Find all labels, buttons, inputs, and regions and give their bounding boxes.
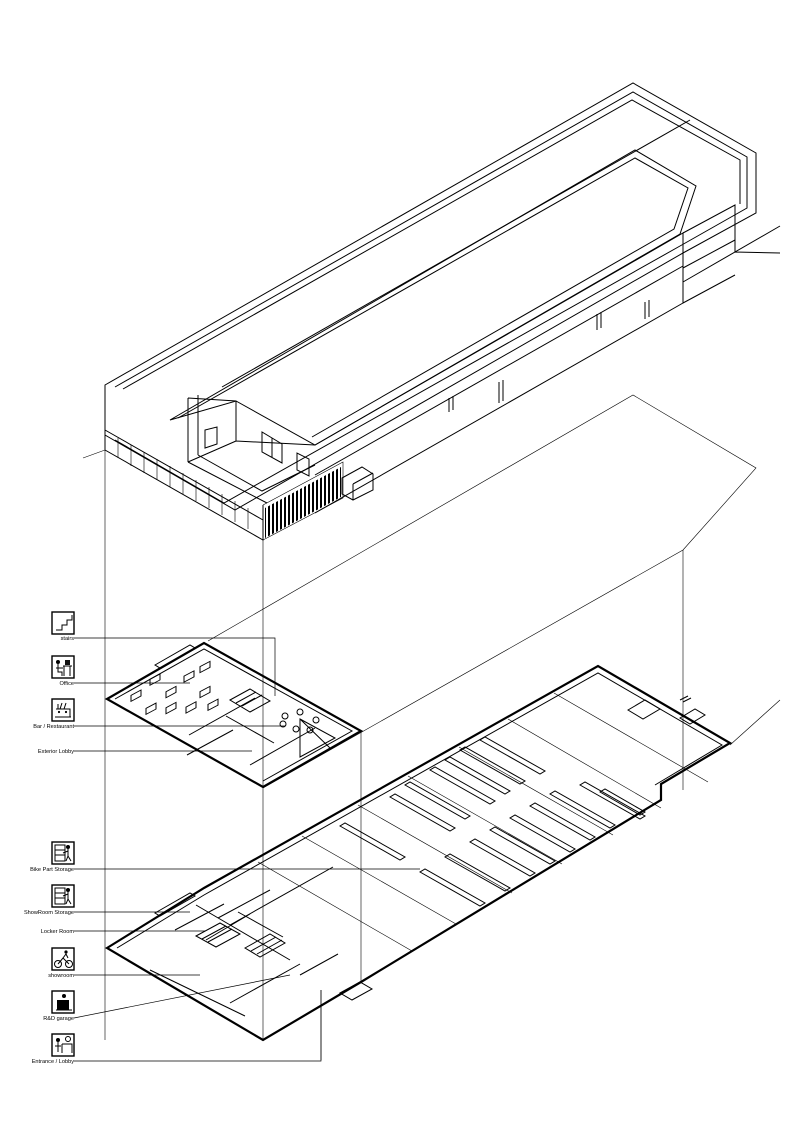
- legend-rd-garage: R&D garage: [43, 974, 291, 1022]
- stairs-icon: [56, 615, 73, 631]
- ground-floor-outline: [104, 664, 733, 1042]
- upper-floor-partition-1: [186, 697, 316, 766]
- legend-label-showroom-storage: ShowRoom Storage: [24, 910, 74, 916]
- roof-slab-inner: [177, 157, 689, 438]
- storage-worker-icon: [54, 844, 72, 862]
- bar-tables: [279, 708, 320, 734]
- ground-entrance-step: [338, 981, 374, 1001]
- locker-room-fixtures: [194, 922, 286, 958]
- legend-locker-room: Locker Room: [41, 929, 205, 935]
- facade-window-2: [498, 380, 504, 403]
- legend-entrance-lobby: Entrance / Lobby: [32, 990, 322, 1065]
- courtyard-window-1: [204, 426, 218, 449]
- roof-parapet-inner-2: [122, 99, 741, 390]
- reception-icon: [55, 1036, 73, 1053]
- courtyard-inner: [197, 454, 316, 492]
- upper-floor-inner: [114, 648, 354, 782]
- roof-outer-edge: [104, 82, 757, 511]
- ground-floor-plan: [104, 664, 733, 1060]
- building-mass: [104, 82, 781, 541]
- legend-exterior-lobby: Exterior Lobby: [38, 749, 252, 755]
- right-wing-stair: [679, 695, 692, 703]
- right-wing-room: [627, 699, 706, 725]
- warehouse-bays: [257, 692, 709, 952]
- ground-partitions: [149, 866, 339, 1017]
- upper-stair: [228, 688, 272, 713]
- ground-entry-canopy: [154, 892, 196, 917]
- upper-floor-plan: [104, 641, 364, 789]
- roof-parapet-inner: [114, 91, 748, 504]
- courtyard-cut: [187, 395, 316, 504]
- legend-bike-part-storage: Bike Part Storage: [30, 841, 420, 873]
- right-wing-diagonal: [682, 239, 736, 269]
- bar-restaurant-icon: [55, 702, 71, 718]
- canopy-box: [341, 466, 374, 501]
- roof-ridge-line: [221, 119, 691, 388]
- cyclist-icon: [54, 950, 73, 968]
- roof-slab: [169, 149, 697, 446]
- storage-worker-icon: [54, 887, 72, 905]
- ground-floor-inner: [116, 672, 723, 949]
- facade-band: [314, 265, 684, 476]
- courtyard-window-3: [296, 452, 310, 477]
- legend: stairs Office Bar / Restaurant: [24, 611, 420, 1065]
- legend-label-office: Office: [59, 681, 74, 687]
- facade-window-3: [596, 312, 602, 330]
- upper-entry-canopy: [154, 644, 196, 669]
- front-glazing: [117, 438, 249, 529]
- office-desks: [130, 660, 219, 716]
- legend-office: Office: [51, 655, 190, 687]
- front-facade: [104, 385, 264, 541]
- legend-label-entrance-lobby: Entrance / Lobby: [32, 1059, 74, 1065]
- facade-window-1: [448, 396, 454, 412]
- facade-window-4: [644, 300, 650, 319]
- office-desk-icon: [56, 660, 72, 676]
- workshop-icon: [56, 994, 72, 1011]
- legend-label-stairs: stairs: [61, 636, 75, 642]
- legend-label-rd-garage: R&D garage: [43, 1016, 74, 1022]
- legend-bar: Bar / Restaurant: [33, 698, 285, 730]
- legend-showroom: showroom: [48, 947, 200, 979]
- legend-label-bar: Bar / Restaurant: [33, 724, 74, 730]
- legend-label-locker-room: Locker Room: [41, 929, 75, 935]
- legend-showroom-storage: ShowRoom Storage: [24, 884, 190, 916]
- legend-stairs: stairs: [51, 611, 276, 696]
- dark-glazing-strip: [262, 461, 344, 541]
- legend-label-bike-part-storage: Bike Part Storage: [30, 867, 74, 873]
- legend-label-exterior-lobby: Exterior Lobby: [38, 749, 74, 755]
- upper-floor-partition-2: [299, 718, 337, 758]
- courtyard-window-2: [261, 431, 283, 464]
- legend-label-showroom: showroom: [48, 973, 74, 979]
- storage-racks: [339, 736, 646, 907]
- right-wing-facade: [682, 204, 781, 304]
